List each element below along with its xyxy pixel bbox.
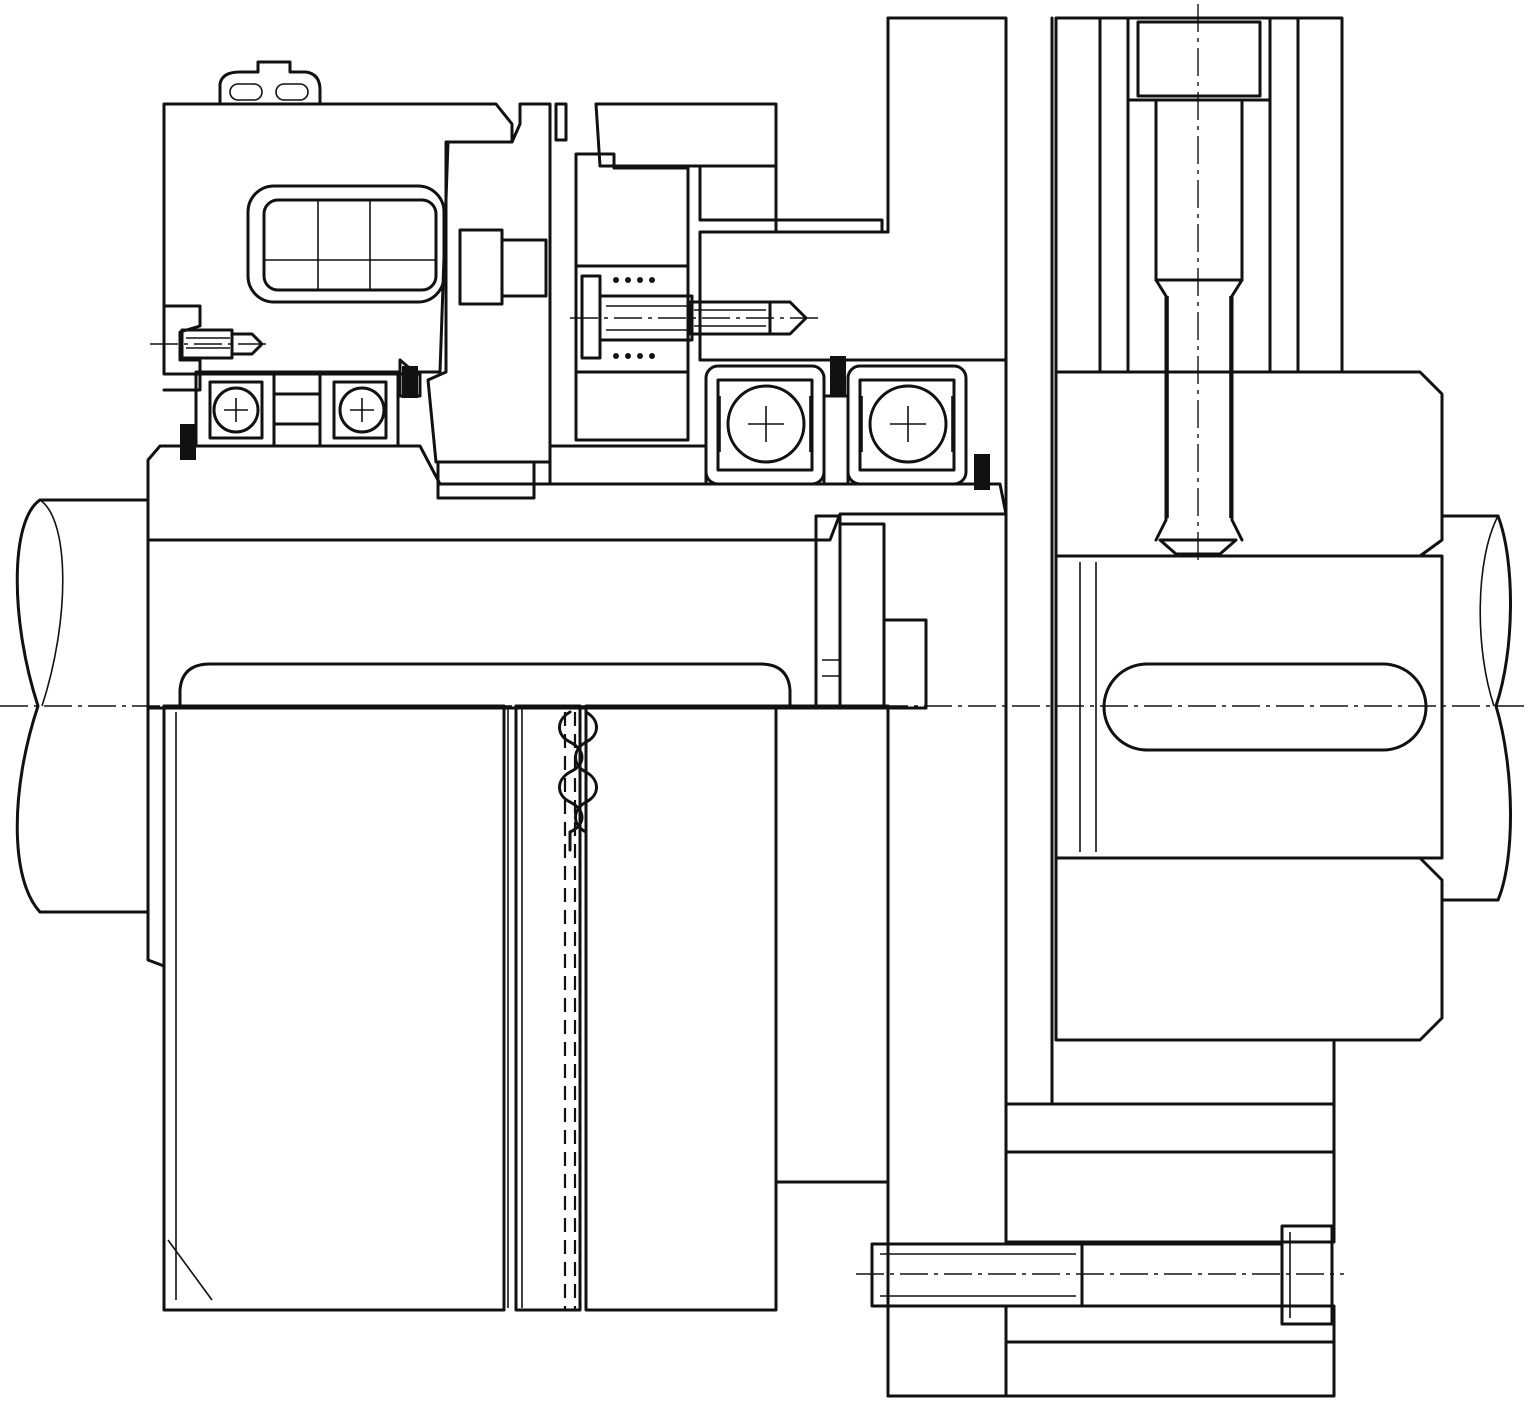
lower-flange-block — [1004, 1038, 1336, 1398]
shaft-right — [1440, 514, 1512, 902]
retaining-ring-left — [180, 424, 196, 460]
inner-ring-spacer — [548, 444, 708, 486]
hub-sleeve — [146, 444, 1008, 542]
electromagnet-coil — [246, 184, 446, 304]
outer-sleeve — [146, 514, 928, 1312]
radial-bolt — [1126, 4, 1272, 560]
ball-bearing-right-a — [704, 364, 826, 486]
armature-disc — [426, 102, 552, 464]
gap-plate — [554, 102, 568, 142]
ball-bearing-left-b — [318, 370, 400, 448]
retaining-ring-right-b — [974, 454, 990, 490]
ball-bearing-left-a — [194, 370, 276, 448]
coupling-hub — [1054, 16, 1444, 1042]
ball-bearing-right-b — [846, 364, 968, 486]
retaining-ring-mid — [402, 366, 418, 398]
magnet-housing — [150, 60, 514, 398]
bearing-spacer-right — [822, 394, 850, 486]
retaining-ring-right-a — [830, 356, 846, 396]
axial-bolt — [856, 1224, 1344, 1326]
flange-web — [886, 16, 1054, 1398]
drive-flange — [570, 16, 1008, 362]
bearing-spacer-bottom — [272, 422, 322, 448]
key-slot — [1102, 662, 1428, 752]
spring-plunger — [574, 152, 694, 442]
